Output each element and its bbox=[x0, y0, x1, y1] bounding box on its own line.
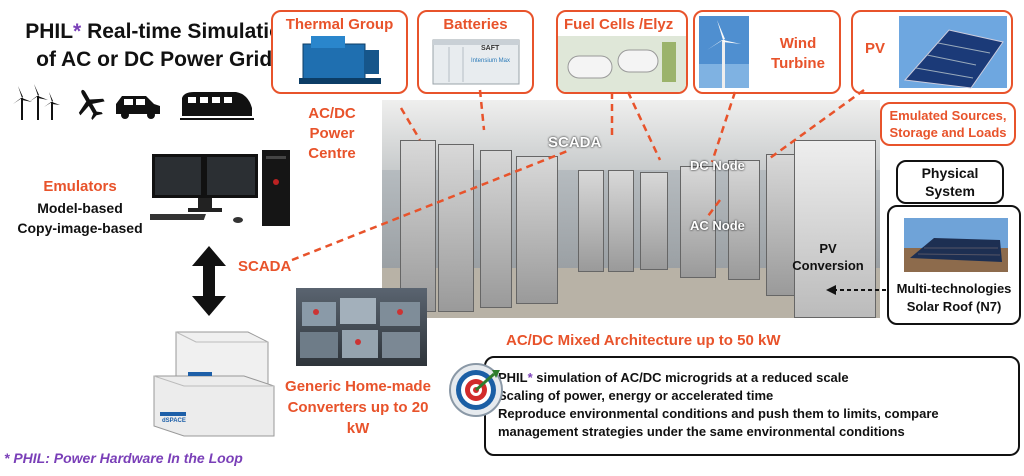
scada-left-label: SCADA bbox=[238, 258, 292, 275]
fuel-cells-box: Fuel Cells /Elyz bbox=[556, 10, 688, 94]
dc-node-label: DC Node bbox=[690, 158, 745, 173]
pv-conversion-label: PV Conversion bbox=[792, 241, 864, 273]
generator-icon bbox=[299, 36, 381, 84]
solar-roof-photo bbox=[904, 218, 1008, 272]
acdc-power-centre-label: AC/DC Power Centre bbox=[308, 105, 356, 162]
wind-turbine-icon bbox=[13, 84, 60, 120]
lab-photo bbox=[382, 100, 880, 318]
page-title: PHIL* Real-time Simulation of AC or DC P… bbox=[25, 20, 295, 71]
objectives-box: PHIL* simulation of AC/DC microgrids at … bbox=[484, 356, 1020, 456]
ac-node-label: AC Node bbox=[690, 218, 745, 233]
physical-system-box: Physical System bbox=[896, 160, 1004, 204]
grid-icons bbox=[12, 84, 262, 122]
dspace-brand: dSPACE bbox=[162, 418, 186, 424]
battery-container-icon bbox=[432, 39, 520, 85]
double-arrow-icon bbox=[192, 246, 226, 316]
solar-panel-photo bbox=[899, 16, 1007, 89]
pv-label: PV bbox=[865, 40, 886, 57]
emulated-sources-box: Emulated Sources, Storage and Loads bbox=[880, 102, 1016, 146]
emulators-title: Emulators bbox=[43, 178, 117, 195]
converters-photo bbox=[296, 288, 427, 366]
airplane-icon bbox=[78, 89, 105, 120]
mixed-architecture-label: AC/DC Mixed Architecture up to 50 kW bbox=[506, 332, 781, 349]
wind-turbine-box: Wind Turbine bbox=[693, 10, 841, 94]
objective-2: Scaling of power, energy or accelerated … bbox=[498, 388, 774, 403]
objective-3: Reproduce environmental conditions and p… bbox=[498, 406, 939, 439]
emulators-description: Model-based Copy-image-based bbox=[17, 200, 143, 236]
thermal-group-label: Thermal Group bbox=[285, 16, 394, 33]
car-icon bbox=[116, 96, 160, 119]
thermal-group-box: Thermal Group bbox=[271, 10, 408, 94]
batteries-label: Batteries bbox=[443, 16, 508, 33]
train-icon bbox=[180, 92, 254, 120]
generic-converters-label: Generic Home-made Converters up to 20 kW bbox=[285, 378, 431, 437]
target-icon bbox=[448, 362, 504, 418]
computer-icon bbox=[150, 148, 310, 234]
objectives-list: PHIL* simulation of AC/DC microgrids at … bbox=[498, 369, 1013, 441]
scada-photo-label: SCADA bbox=[548, 134, 602, 151]
fuel-cells-label: Fuel Cells /Elyz bbox=[564, 16, 674, 33]
objective-1: PHIL* simulation of AC/DC microgrids at … bbox=[498, 370, 849, 385]
hydrogen-tank-icon bbox=[558, 36, 686, 92]
phil-footnote: * PHIL: Power Hardware In the Loop bbox=[4, 450, 243, 466]
solar-roof-label: Multi-technologies Solar Roof (N7) bbox=[896, 281, 1012, 314]
battery-subtitle: Intensium Max bbox=[471, 58, 511, 64]
wind-turbine-label: Wind Turbine bbox=[771, 35, 825, 72]
emulated-sources-label: Emulated Sources, Storage and Loads bbox=[889, 108, 1007, 140]
solar-roof-box: Multi-technologies Solar Roof (N7) bbox=[887, 205, 1021, 325]
physical-system-label: Physical System bbox=[921, 165, 979, 199]
wind-turbine-photo bbox=[699, 16, 749, 88]
pv-box: PV bbox=[851, 10, 1013, 94]
battery-brand: SAFT bbox=[481, 45, 500, 52]
dspace-hardware-icon: dSPACE bbox=[150, 328, 282, 440]
batteries-box: Batteries SAFT Intensium Max bbox=[417, 10, 534, 94]
